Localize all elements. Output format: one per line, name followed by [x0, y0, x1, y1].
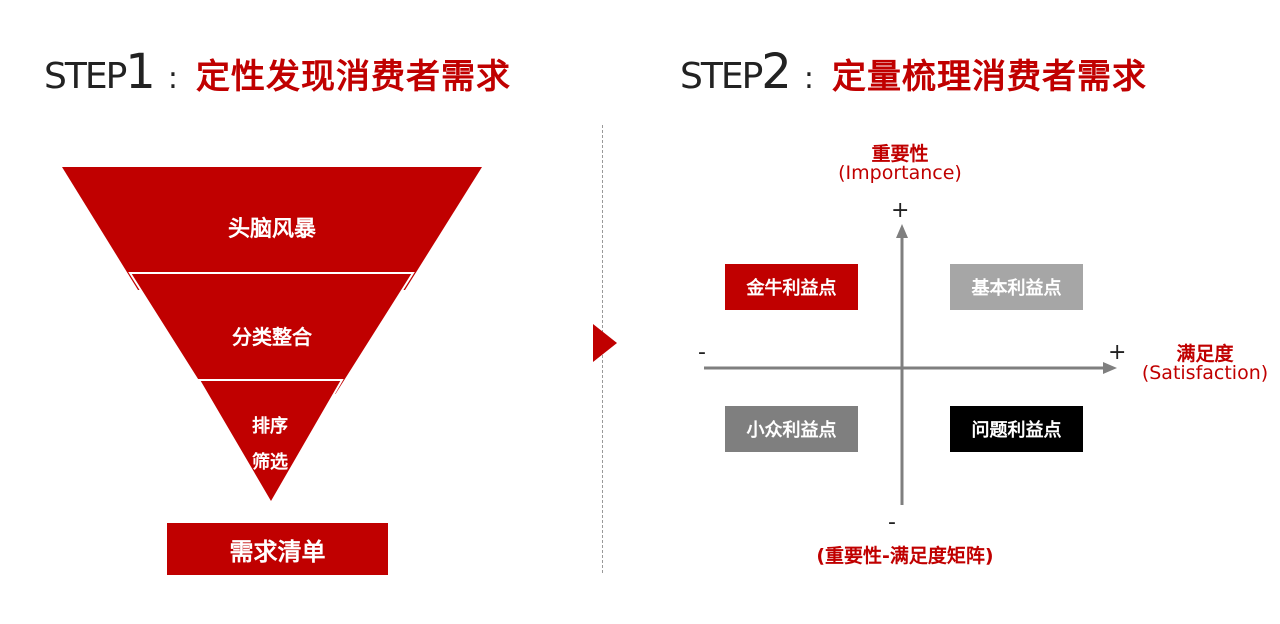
- step2-title: STEP 2 : 定量梳理消费者需求: [680, 44, 1147, 100]
- y-plus-sign: +: [891, 198, 910, 223]
- x-plus-sign: +: [1108, 340, 1127, 365]
- y-axis-arrowhead: [896, 224, 908, 238]
- funnel-label-classify: 分类整合: [232, 325, 312, 349]
- funnel-diagram: [62, 167, 482, 505]
- step2-heading: 定量梳理消费者需求: [831, 57, 1147, 97]
- step1-title: STEP 1 : 定性发现消费者需求: [44, 44, 511, 100]
- quadrant-basic: 基本利益点: [950, 264, 1083, 310]
- step1-colon: :: [167, 61, 178, 96]
- quadrant-niche: 小众利益点: [725, 406, 858, 452]
- step2-colon: :: [803, 61, 814, 96]
- requirements-list-box: 需求清单: [167, 523, 388, 575]
- quadrant-problem: 问题利益点: [950, 406, 1083, 452]
- y-axis-label-en: (Importance): [838, 162, 962, 184]
- matrix-caption: (重要性-满足度矩阵): [816, 545, 994, 567]
- funnel-label-rank: 排序: [252, 416, 288, 437]
- funnel-label-filter: 筛选: [252, 452, 288, 473]
- x-axis-label-en: (Satisfaction): [1141, 362, 1269, 384]
- step1-heading: 定性发现消费者需求: [195, 57, 511, 97]
- step2-word: STEP: [680, 56, 763, 97]
- x-minus-sign: -: [698, 340, 706, 365]
- x-axis-arrowhead: [1103, 362, 1117, 374]
- y-minus-sign: -: [888, 510, 896, 535]
- triangle-right-arrow-icon: [593, 324, 617, 362]
- quadrant-cash-cow: 金牛利益点: [725, 264, 858, 310]
- funnel-level-3: [197, 379, 344, 505]
- x-axis-label: 满足度: [1176, 343, 1234, 365]
- step1-number: 1: [125, 44, 156, 100]
- funnel-label-brainstorm: 头脑风暴: [227, 217, 316, 242]
- step1-word: STEP: [44, 56, 127, 97]
- funnel-level-2: [128, 272, 415, 396]
- funnel-level-1: [62, 167, 482, 290]
- step2-number: 2: [761, 44, 792, 100]
- y-axis-label: 重要性: [871, 143, 929, 165]
